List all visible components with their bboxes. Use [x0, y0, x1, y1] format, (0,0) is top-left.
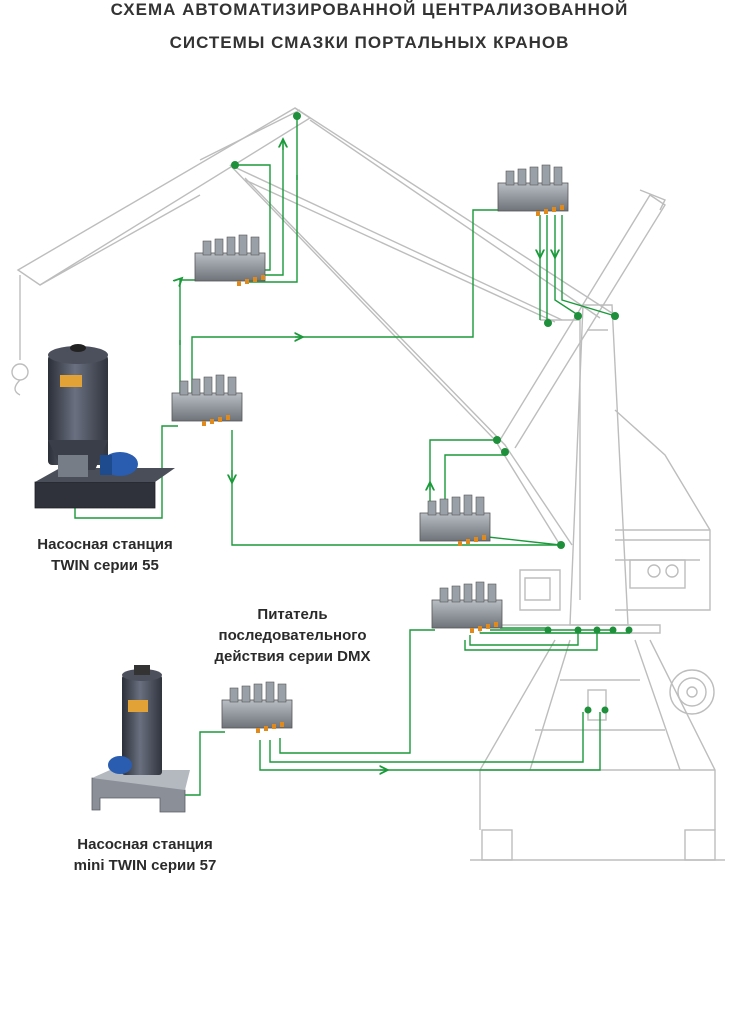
pump-twin55-label-line-2: TWIN серии 55 — [51, 557, 159, 574]
pump-station-twin-55 — [34, 344, 175, 509]
feeder-dmx-label-line-2: последовательного — [218, 627, 367, 644]
pump-station-mini57-label: Насосная станция mini TWIN серии 57 — [50, 834, 240, 876]
feeder-block-dmx — [221, 681, 293, 733]
machine-house — [614, 409, 711, 611]
feeder-block-top-right — [497, 164, 569, 216]
pump-station-twin-55-label: Насосная станция TWIN серии 55 — [20, 534, 190, 576]
diagram-title-line-2: СИСТЕМЫ СМАЗКИ ПОРТАЛЬНЫХ КРАНОВ — [169, 33, 570, 52]
jib-arm — [229, 164, 561, 546]
pump-mini57-label-line-1: Насосная станция — [77, 836, 213, 853]
feeder-block-top-left — [194, 234, 266, 286]
feeder-block-lower-mid — [419, 494, 491, 546]
pump-station-mini-twin-57 — [91, 665, 190, 813]
portal — [479, 639, 571, 830]
feeder-dmx-label-line-3: действия серии DMX — [214, 648, 371, 665]
pump-twin55-label-line-1: Насосная станция — [37, 536, 173, 553]
feeder-block-left-mid — [171, 374, 243, 426]
feeder-dmx-label-line-1: Питатель — [257, 606, 328, 623]
lubrication-lines — [74, 118, 630, 796]
boom — [16, 107, 312, 286]
pump-mini57-label-line-2: mini TWIN серии 57 — [73, 857, 217, 874]
feeder-block-bottom — [431, 581, 503, 633]
feeder-dmx-label: Питатель последовательного действия сери… — [195, 604, 390, 667]
tower — [569, 304, 629, 626]
diagram-title-line-1: СХЕМА АВТОМАТИЗИРОВАННОЙ ЦЕНТРАЛИЗОВАННО… — [110, 0, 629, 19]
lubrication-points — [231, 112, 633, 714]
